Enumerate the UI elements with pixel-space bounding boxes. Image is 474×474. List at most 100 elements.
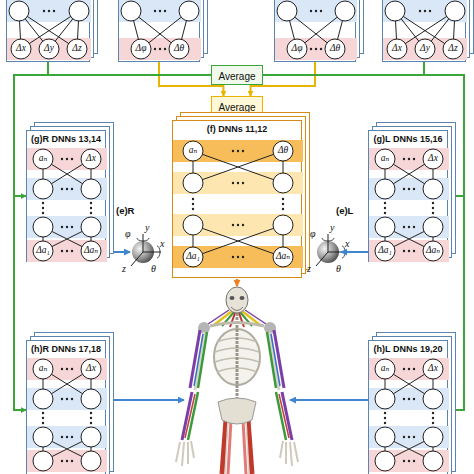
ellipsis-dot — [42, 412, 44, 414]
ellipsis-dot — [90, 422, 92, 424]
ellipsis-dot — [413, 226, 415, 228]
ellipsis-dot — [164, 10, 166, 12]
drive-arrow — [290, 399, 368, 401]
ellipsis-dot — [71, 226, 73, 228]
ellipsis-dot — [61, 158, 63, 160]
ellipsis-dot — [71, 250, 73, 252]
neuron-label: aₙ — [189, 146, 198, 156]
neuron-circle — [375, 217, 395, 237]
neuron-circle — [67, 39, 87, 59]
neuron-label: Δx — [428, 364, 438, 374]
ellipsis-dot — [320, 48, 322, 50]
ellipsis-dot — [413, 158, 415, 160]
ellipsis-dot — [232, 224, 234, 226]
layer-band — [27, 358, 107, 380]
neuron-circle — [375, 359, 395, 379]
layer-band — [369, 148, 449, 170]
dnn-heading: (f) DNNs 11,12 — [207, 124, 268, 135]
layer-band — [369, 240, 449, 262]
dnn-stack: (h)R DNNs 17,18aₙΔx — [26, 340, 106, 474]
skeleton-figure — [230, 313, 235, 327]
ellipsis-dot — [408, 250, 410, 252]
skeleton-figure — [185, 394, 195, 438]
axis-label: φ — [310, 228, 316, 239]
ellipsis-dot — [42, 212, 44, 214]
ellipsis-dot — [315, 10, 317, 12]
neuron-label: Δθ — [330, 44, 340, 54]
layer-band — [383, 0, 467, 22]
neuron-label: Δx — [428, 154, 438, 164]
neuron-circle — [169, 39, 189, 59]
axis-label: y — [330, 222, 334, 233]
eye-right — [137, 238, 149, 241]
ellipsis-dot — [61, 460, 63, 462]
dnn-stack: ΔφΔθ — [274, 0, 356, 62]
ellipsis-dot — [90, 212, 92, 214]
dnn-stack: (f) DNNs 11,12aₙΔθΔa₁Δaₙ — [172, 120, 302, 278]
ellipsis-dot — [242, 224, 244, 226]
neuron-circle — [183, 247, 203, 267]
ellipsis-dot — [159, 48, 161, 50]
axis-label: z — [122, 263, 126, 274]
neuron-circle — [183, 173, 203, 193]
ellipsis-dot — [71, 188, 73, 190]
ellipsis-dot — [403, 158, 405, 160]
eye-left — [316, 234, 346, 266]
skeleton-figure — [226, 287, 248, 313]
layer-band — [27, 450, 107, 472]
network-drawing — [369, 341, 449, 474]
neuron-circle — [33, 179, 53, 199]
ellipsis-dot — [61, 188, 63, 190]
layer-band — [369, 178, 449, 200]
eye-right — [131, 234, 161, 266]
neuron-circle — [81, 427, 101, 447]
axis-label: θ — [151, 263, 156, 274]
layer-band — [383, 38, 467, 60]
dnn-heading: (h)R DNNs 17,18 — [31, 344, 101, 355]
neuron-label: Δθ — [174, 44, 184, 54]
layer-band — [27, 178, 107, 200]
dnn-stack: ΔxΔyΔz — [6, 0, 90, 62]
neuron-label: Δa₁ — [378, 246, 392, 256]
ellipsis-dot — [432, 212, 434, 214]
average-box: Average — [211, 65, 262, 85]
skeleton-figure — [176, 287, 298, 474]
skeleton-figure — [236, 313, 239, 405]
neuron-circle — [277, 1, 297, 21]
neuron-circle — [443, 39, 463, 59]
neuron-circle — [273, 247, 293, 267]
neuron-circle — [131, 39, 151, 59]
ellipsis-dot — [408, 188, 410, 190]
weight-line — [193, 225, 283, 257]
ellipsis-dot — [61, 250, 63, 252]
layer-band — [27, 426, 107, 448]
skeleton-figure — [176, 441, 194, 466]
ellipsis-dot — [413, 368, 415, 370]
neuron-label: Δy — [44, 44, 54, 54]
neuron-circle — [325, 39, 345, 59]
ellipsis-dot — [61, 436, 63, 438]
neuron-label: Δφ — [136, 44, 147, 54]
skeleton-figure — [231, 307, 243, 311]
skeleton-figure — [218, 398, 256, 424]
network-drawing — [383, 0, 467, 63]
ellipsis-dot — [66, 226, 68, 228]
ellipsis-dot — [66, 368, 68, 370]
neuron-circle — [423, 179, 443, 199]
connector-line — [48, 62, 211, 75]
ellipsis-dot — [384, 412, 386, 414]
ellipsis-dot — [66, 460, 68, 462]
neuron-circle — [33, 241, 53, 261]
layer-band — [369, 358, 449, 380]
skeleton-figure — [228, 420, 231, 474]
neuron-circle — [179, 1, 199, 21]
axis-label: x — [345, 238, 349, 249]
neuron-circle — [121, 1, 141, 21]
drive-arrow — [106, 399, 184, 401]
layer-band — [27, 148, 107, 170]
network-drawing — [27, 341, 107, 474]
network-drawing — [369, 131, 449, 263]
neuron-circle — [39, 39, 59, 59]
ellipsis-dot — [53, 10, 55, 12]
layer-band — [173, 172, 303, 194]
